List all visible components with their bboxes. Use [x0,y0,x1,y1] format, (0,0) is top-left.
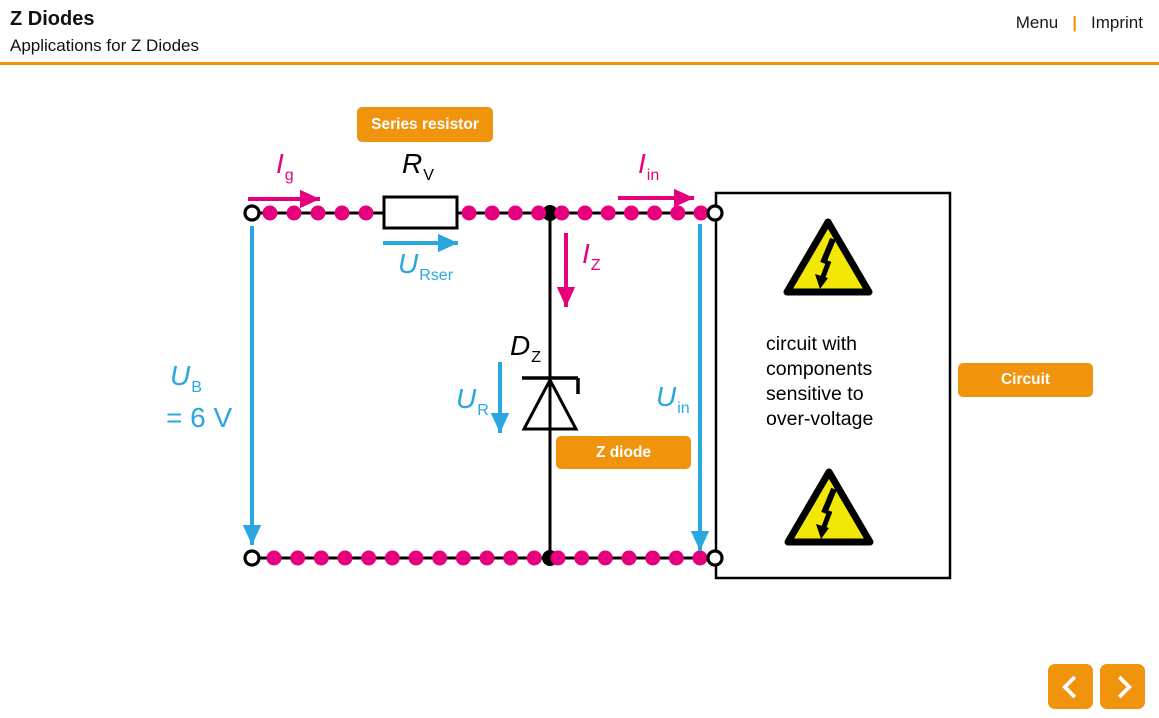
label-iin: Iin [638,148,660,184]
terminal [243,204,261,222]
prev-page-button[interactable] [1048,664,1093,709]
protected-circuit-description: circuit with components sensitive to ove… [766,333,874,430]
chevron-right-icon [1117,675,1132,698]
label-ub: UB [170,360,202,396]
page-subtitle: Applications for Z Diodes [10,36,199,55]
current-dots-bottom [266,550,708,566]
imprint-link[interactable]: Imprint [1091,13,1143,32]
series-resistor-button[interactable]: Series resistor [357,107,493,142]
current-dots-top-right [461,205,709,221]
z-diode-button[interactable]: Z diode [556,436,691,469]
menu-link[interactable]: Menu [1015,13,1059,32]
circuit-button[interactable]: Circuit [958,363,1093,397]
high-voltage-warning-icon [784,468,874,546]
terminal [243,549,261,567]
junction-dot [542,205,558,221]
high-voltage-warning-icon [783,218,873,296]
label-uin: Uin [656,381,690,417]
resistor-symbol [382,195,459,230]
label-ig: Ig [276,148,294,184]
label-urser: URser [398,248,454,284]
label-iz: IZ [582,238,601,274]
current-dots-top-left [262,205,374,221]
terminal [706,204,724,222]
header-divider [0,62,1159,65]
terminal [706,549,724,567]
label-ur: UR [456,383,489,419]
label-ub-value: = 6 V [166,402,233,433]
protected-circuit-box [714,191,952,580]
zener-diode-symbol [521,376,580,431]
header-link-separator: | [1072,13,1078,32]
label-rv: RV [402,148,434,184]
next-page-button[interactable] [1100,664,1145,709]
header-links: Menu | Imprint [1016,13,1143,33]
chevron-left-icon [1061,675,1076,698]
label-dz: DZ [510,330,542,366]
page-title: Z Diodes [10,8,95,30]
